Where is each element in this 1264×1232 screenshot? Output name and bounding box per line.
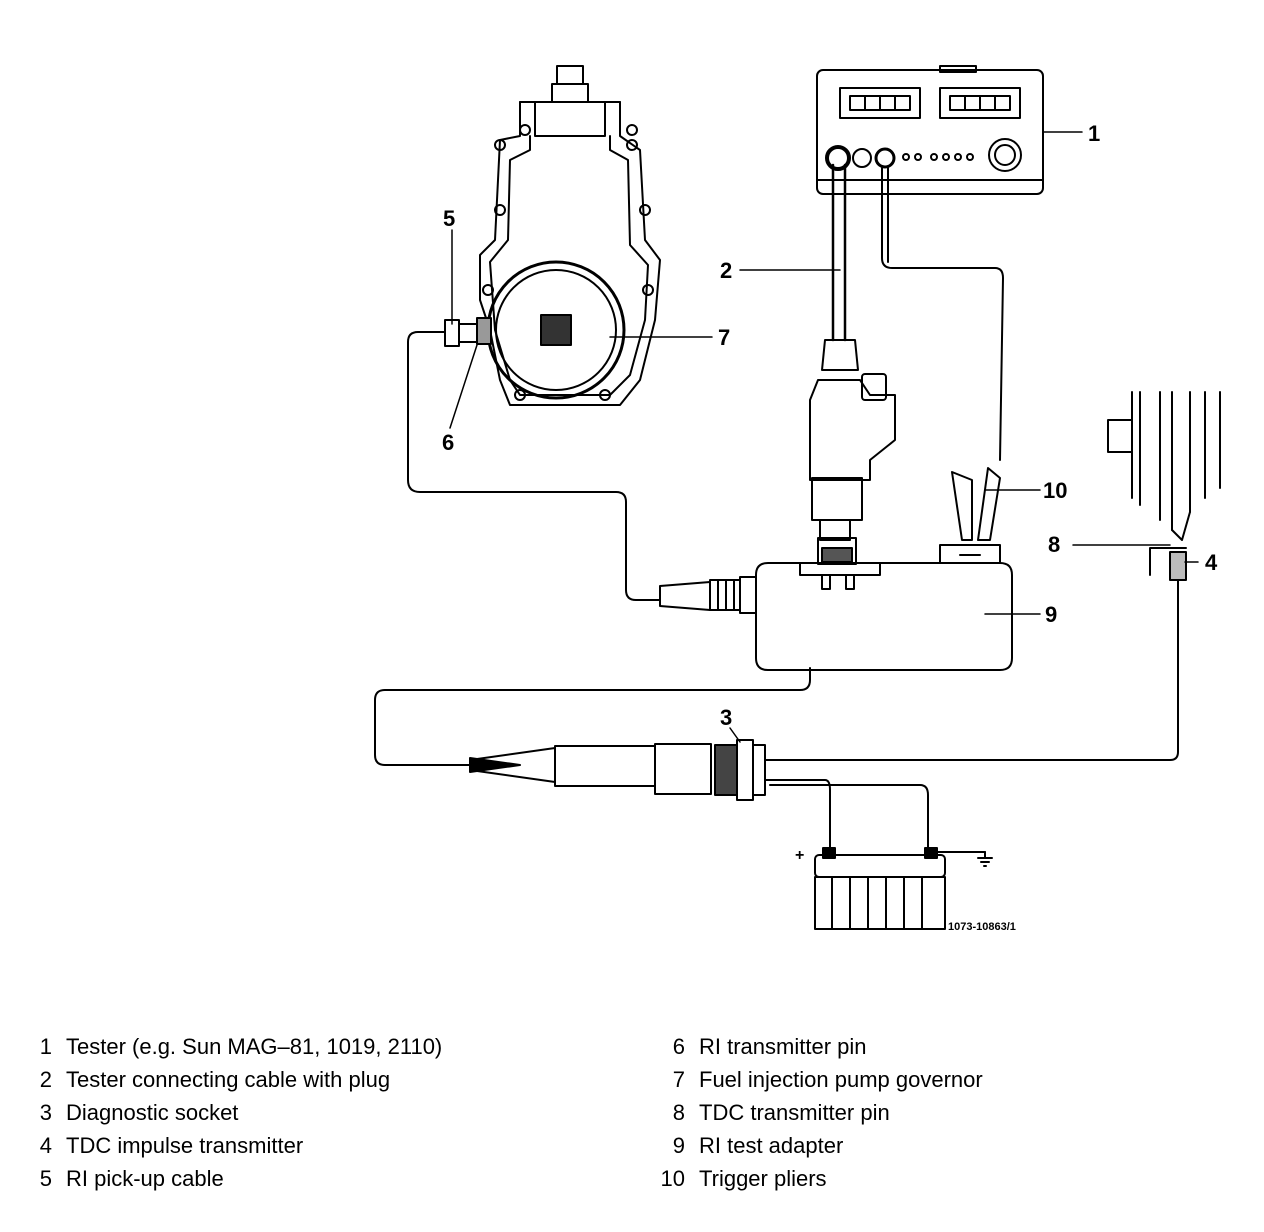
tester-device (816, 65, 1044, 195)
trigger-pliers (951, 467, 1001, 556)
pump-governor (479, 65, 661, 406)
callout-1: 1 (1088, 121, 1100, 146)
trigger-pliers-lead (881, 167, 1004, 461)
wiring-diagram: 1 2 3 4 5 6 7 8 9 10 + 1073-10863/1 (374, 65, 1221, 933)
callout-6: 6 (442, 430, 454, 455)
callout-9: 9 (1045, 602, 1057, 627)
figure-reference: 1073-10863/1 (948, 921, 1016, 933)
tdc-transmitter (779, 547, 1187, 761)
callout-7: 7 (718, 325, 730, 350)
callout-4: 4 (1205, 550, 1218, 575)
battery-plus-label: + (795, 847, 804, 864)
callout-10: 10 (1043, 478, 1067, 503)
battery (814, 847, 993, 930)
crank-pulley (1107, 391, 1221, 541)
ri-test-adapter (755, 537, 1013, 671)
callout-5: 5 (443, 206, 455, 231)
callout-2: 2 (720, 258, 732, 283)
diagnostic-socket (469, 739, 929, 851)
ri-pickup-cable (407, 317, 757, 614)
tester-connecting-cable (809, 163, 896, 541)
callout-3: 3 (720, 705, 732, 730)
callout-8: 8 (1048, 532, 1060, 557)
